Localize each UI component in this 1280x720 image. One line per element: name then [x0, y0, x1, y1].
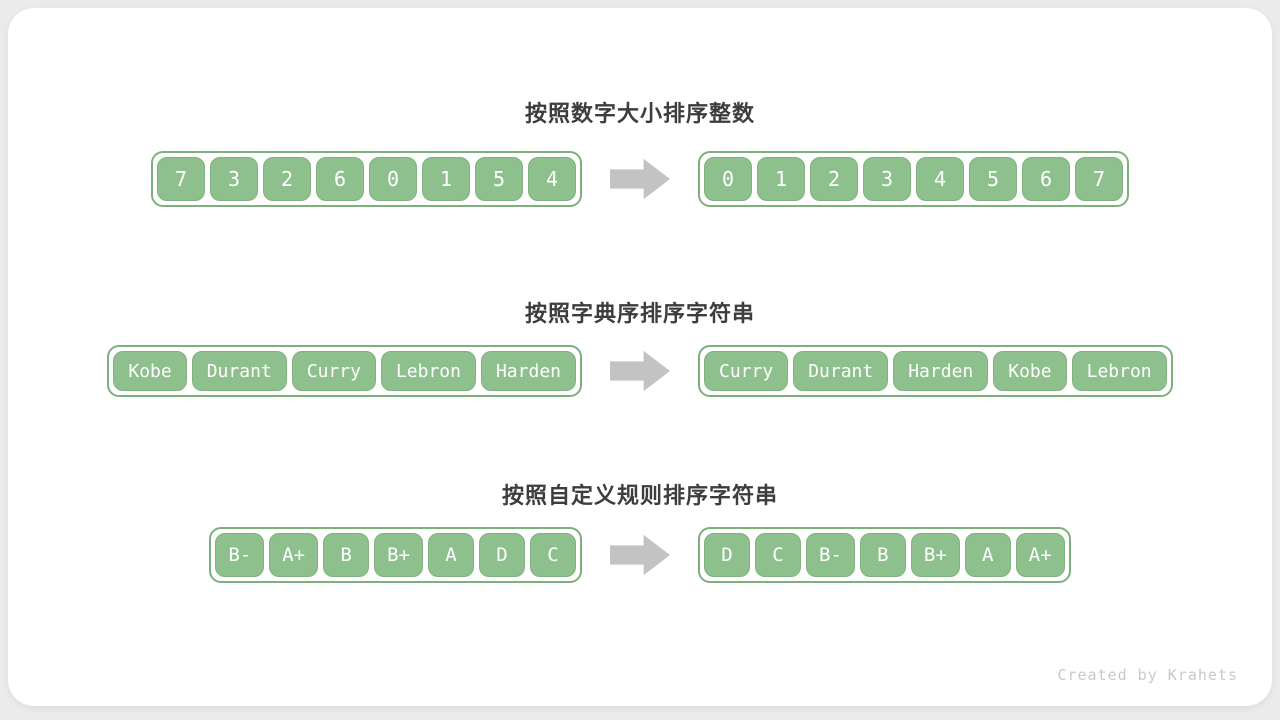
array-cell: B: [859, 533, 906, 577]
array-cell: Durant: [793, 351, 889, 391]
array-cell: B+: [374, 533, 423, 577]
array-cell: 5: [475, 157, 523, 201]
array-cell: 3: [210, 157, 258, 201]
array-cell: 5: [969, 157, 1017, 201]
array-cell: 4: [916, 157, 964, 201]
array-cell: Kobe: [113, 351, 187, 391]
section-title-sort-integers: 按照数字大小排序整数: [524, 101, 755, 126]
array-cell: B: [323, 533, 370, 577]
array-cell: Harden: [480, 351, 576, 391]
array-cell: Curry: [704, 351, 789, 391]
array-cell: C: [530, 533, 576, 577]
array-cell: C: [755, 533, 801, 577]
array-cell: 6: [1022, 157, 1070, 201]
array-cell: A: [428, 533, 474, 577]
array-cell: 0: [369, 157, 417, 201]
array-cell: Lebron: [380, 351, 476, 391]
array-cell: D: [479, 533, 525, 577]
array-cell: B+: [910, 533, 960, 577]
array-cell: Kobe: [993, 351, 1067, 391]
array-cell: 6: [316, 157, 364, 201]
credit-text: Created by Krahets: [1057, 666, 1238, 684]
array-cell: Lebron: [1071, 351, 1167, 391]
array-cell: Durant: [191, 351, 287, 391]
array-cell: A: [964, 533, 1011, 577]
array-cell: A+: [269, 533, 319, 577]
array-cell: 2: [810, 157, 858, 201]
array-cell: 2: [263, 157, 311, 201]
array-cell: 7: [1075, 157, 1123, 201]
array-cell: Harden: [893, 351, 989, 391]
array-cell: 3: [863, 157, 911, 201]
array-cell: 0: [704, 157, 752, 201]
array-cell: Curry: [291, 351, 376, 391]
array-cell: A+: [1015, 533, 1065, 577]
section-title-sort-custom-rule: 按照自定义规则排序字符串: [501, 483, 778, 508]
array-cell: 1: [757, 157, 805, 201]
array-cell: B-: [215, 533, 265, 577]
array-cell: 4: [528, 157, 576, 201]
arrow-right-icon: [610, 350, 670, 392]
array-cell: B-: [806, 533, 855, 577]
array-cell: D: [704, 533, 750, 577]
arrow-right-icon: [610, 158, 670, 200]
array-cell: 1: [422, 157, 470, 201]
section-title-sort-lexicographic: 按照字典序排序字符串: [524, 301, 755, 326]
array-cell: 7: [157, 157, 205, 201]
arrow-right-icon: [610, 534, 670, 576]
